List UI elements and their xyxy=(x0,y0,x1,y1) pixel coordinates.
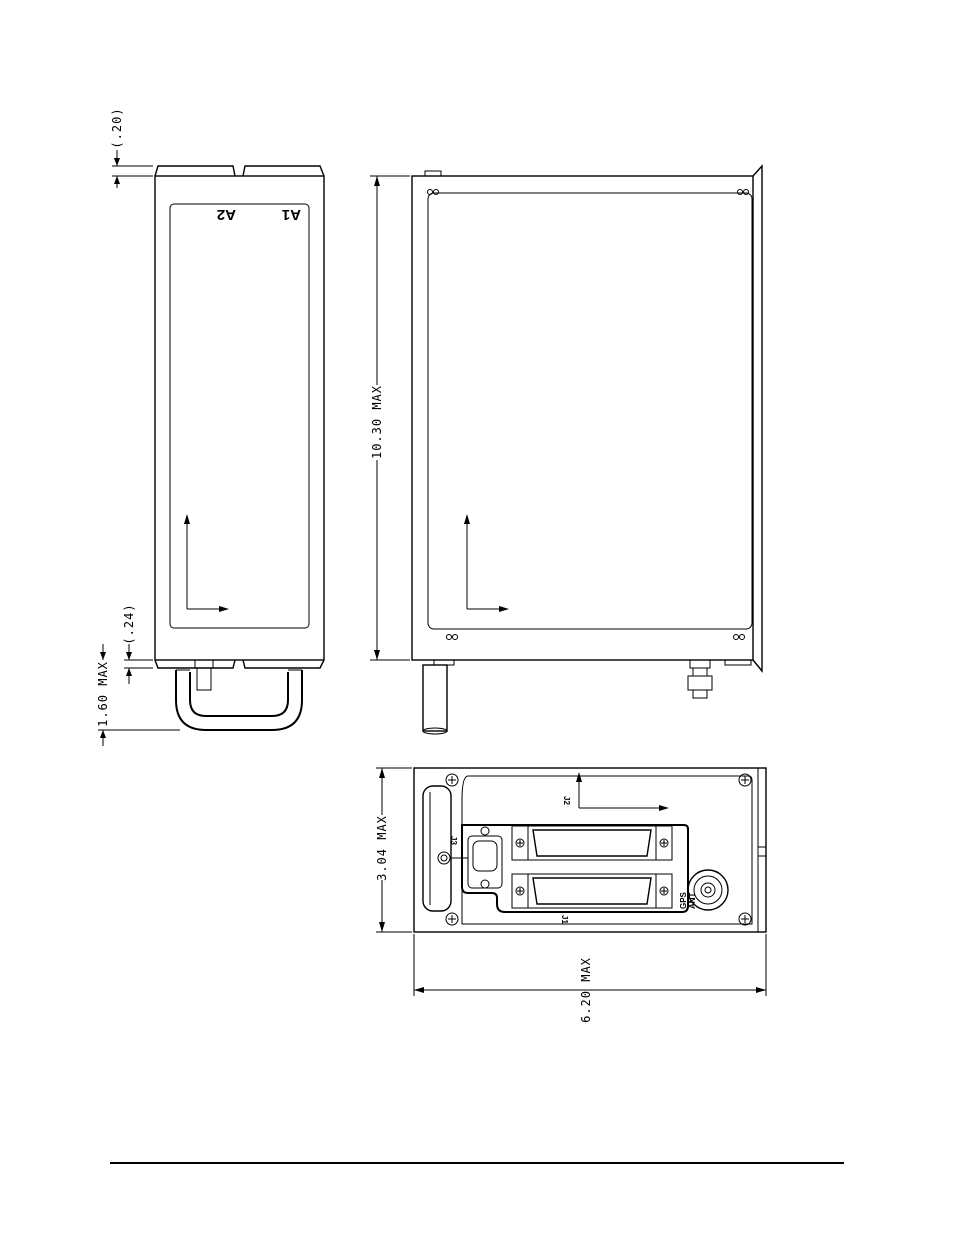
dim-rear-height: 3.04 MAX xyxy=(375,815,389,881)
footer-rule xyxy=(110,1162,844,1164)
label-gps: GPS xyxy=(679,891,688,909)
label-a2: A2 xyxy=(217,206,236,223)
label-j2: J2 xyxy=(562,796,571,805)
top-view: 10.30 MAX xyxy=(370,166,762,734)
label-j3: J3 xyxy=(449,836,458,845)
dim-side-height: 1.60 MAX xyxy=(96,661,110,727)
label-a1: A1 xyxy=(282,206,301,223)
side-view: A2 A1 (.20) (.24) xyxy=(96,107,324,746)
dim-rear-width: 6.20 MAX xyxy=(579,957,593,1023)
dim-top-length: 10.30 MAX xyxy=(370,385,384,459)
label-ant: ANT xyxy=(688,892,697,909)
rear-screws xyxy=(446,774,751,925)
label-j1: J1 xyxy=(560,915,569,924)
dim-side-bottom-offset: (.24) xyxy=(122,603,136,644)
dim-side-top-offset: (.20) xyxy=(110,107,124,148)
rear-view: J2 J3 J1 GPS ANT xyxy=(375,768,766,1023)
